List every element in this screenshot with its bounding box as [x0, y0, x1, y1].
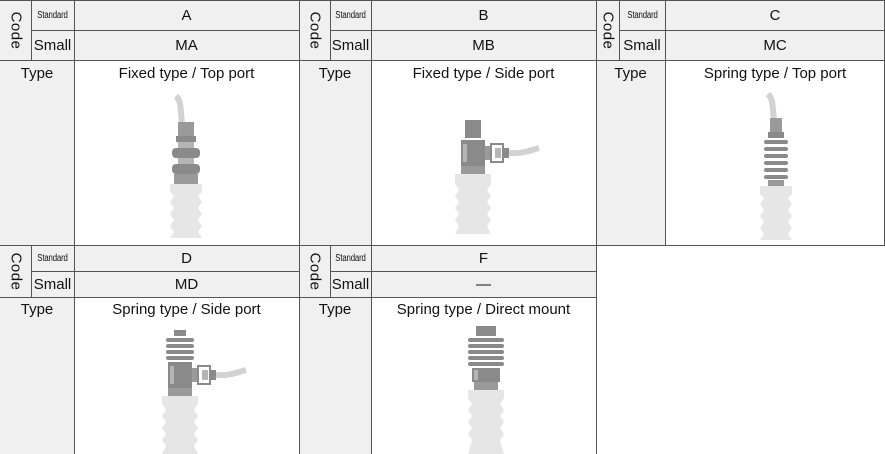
spring-direct-mount-illustration — [468, 326, 504, 454]
small-code: MD — [174, 275, 199, 293]
code-label: Code — [7, 252, 25, 290]
type-label-cell: Type — [0, 297, 74, 454]
spring-side-port-illustration — [162, 330, 247, 454]
standard-code-cell: D — [74, 245, 299, 271]
small-code-cell: MC — [665, 30, 885, 60]
block-f: Code Standard Small F — Type Spring type… — [299, 245, 596, 454]
standard-label-cell: Standard — [31, 0, 74, 30]
small-label-cell: Small — [619, 30, 665, 60]
small-code-cell: MB — [371, 30, 596, 60]
type-label: Type — [318, 301, 352, 318]
type-content-cell: Fixed type / Side port — [371, 60, 596, 245]
code-label-cell: Code — [0, 0, 31, 60]
small-label: Small — [33, 275, 72, 293]
small-label-cell: Small — [31, 30, 74, 60]
small-code: MA — [175, 36, 198, 54]
small-label: Small — [623, 36, 661, 54]
small-label: Small — [331, 36, 370, 54]
type-content-cell: Fixed type / Top port — [74, 60, 299, 245]
standard-code-cell: B — [371, 0, 596, 30]
small-label-cell: Small — [330, 30, 371, 60]
standard-label-cell: Standard — [330, 245, 371, 271]
type-label-cell: Type — [596, 60, 665, 245]
block-d: Code Standard Small D MD Type Spring typ… — [0, 245, 299, 454]
small-code-cell: — — [371, 271, 596, 297]
code-label: Code — [306, 11, 324, 49]
fixed-top-port-illustration — [170, 93, 202, 238]
code-label: Code — [7, 11, 25, 49]
type-name: Spring type / Side port — [112, 301, 261, 318]
small-code-cell: MD — [74, 271, 299, 297]
standard-code: F — [478, 249, 489, 267]
small-label: Small — [331, 275, 370, 293]
small-code-cell: MA — [74, 30, 299, 60]
standard-label: Standard — [37, 252, 68, 264]
type-label-cell: Type — [299, 60, 371, 245]
type-content-cell: Spring type / Direct mount — [371, 297, 596, 454]
block-b: Code Standard Small B MB Type Fixed type… — [299, 0, 596, 245]
standard-code-cell: F — [371, 245, 596, 271]
small-label-cell: Small — [31, 271, 74, 297]
code-label-cell: Code — [596, 0, 619, 60]
standard-label: Standard — [335, 9, 366, 21]
block-a: Code Standard Small A MA Type Fixed type… — [0, 0, 299, 245]
standard-code-cell: C — [665, 0, 885, 30]
type-name: Fixed type / Side port — [412, 65, 555, 82]
small-label: Small — [33, 36, 72, 54]
standard-label: Standard — [626, 9, 658, 21]
type-label-cell: Type — [0, 60, 74, 245]
standard-label-cell: Standard — [330, 0, 371, 30]
block-c: Code Standard Small C MC Type Spring typ… — [596, 0, 885, 245]
code-label: Code — [599, 11, 617, 49]
standard-code: C — [769, 6, 781, 24]
standard-code: A — [181, 6, 192, 24]
type-label: Type — [20, 65, 54, 82]
code-label-cell: Code — [299, 0, 330, 60]
small-label-cell: Small — [330, 271, 371, 297]
type-name: Fixed type / Top port — [118, 65, 255, 82]
standard-code-cell: A — [74, 0, 299, 30]
standard-label-cell: Standard — [31, 245, 74, 271]
code-label: Code — [306, 252, 324, 290]
type-label: Type — [614, 65, 647, 82]
type-content-cell: Spring type / Side port — [74, 297, 299, 454]
code-label-cell: Code — [299, 245, 330, 297]
spring-top-port-illustration — [760, 91, 792, 240]
standard-label: Standard — [37, 9, 68, 21]
type-label-cell: Type — [299, 297, 371, 454]
code-label-cell: Code — [0, 245, 31, 297]
type-name: Spring type / Direct mount — [396, 301, 571, 318]
type-name: Spring type / Top port — [703, 65, 847, 82]
type-label: Type — [20, 301, 54, 318]
standard-code: B — [478, 6, 489, 24]
standard-label: Standard — [335, 252, 366, 264]
fixed-side-port-illustration — [455, 120, 540, 234]
small-code: MC — [763, 36, 787, 54]
type-content-cell: Spring type / Top port — [665, 60, 885, 245]
standard-code: D — [181, 249, 192, 267]
small-code: — — [476, 275, 491, 293]
small-code: MB — [472, 36, 495, 54]
type-label: Type — [318, 65, 352, 82]
standard-label-cell: Standard — [619, 0, 665, 30]
